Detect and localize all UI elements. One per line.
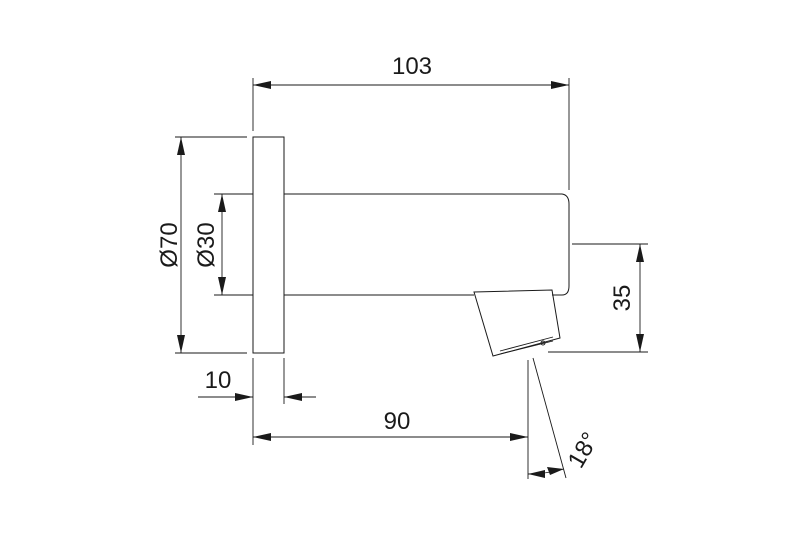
dimension-label-10: 10: [205, 367, 232, 394]
dimension-label-103: 103: [392, 53, 432, 80]
dimension-label-o30: Ø30: [193, 222, 220, 267]
dimension-body-diameter: Ø30: [193, 193, 253, 296]
aerator-outlet: [473, 289, 561, 357]
spout-body: [284, 193, 570, 296]
dimension-flange-diameter: Ø70: [156, 136, 247, 354]
dimension-label-90: 90: [384, 408, 411, 435]
wall-flange: [252, 136, 285, 354]
dimension-overall-length: 103: [252, 53, 570, 190]
dimension-label-o70: Ø70: [156, 222, 183, 267]
dimension-label-18deg: 18°: [563, 428, 605, 473]
dimension-spout-angle: 18°: [527, 357, 605, 479]
dimension-label-35: 35: [609, 285, 636, 312]
dimension-spout-reach: 90: [253, 360, 529, 479]
dimension-height-drop: 35: [548, 243, 648, 353]
dimension-flange-thickness: 10: [198, 358, 316, 445]
